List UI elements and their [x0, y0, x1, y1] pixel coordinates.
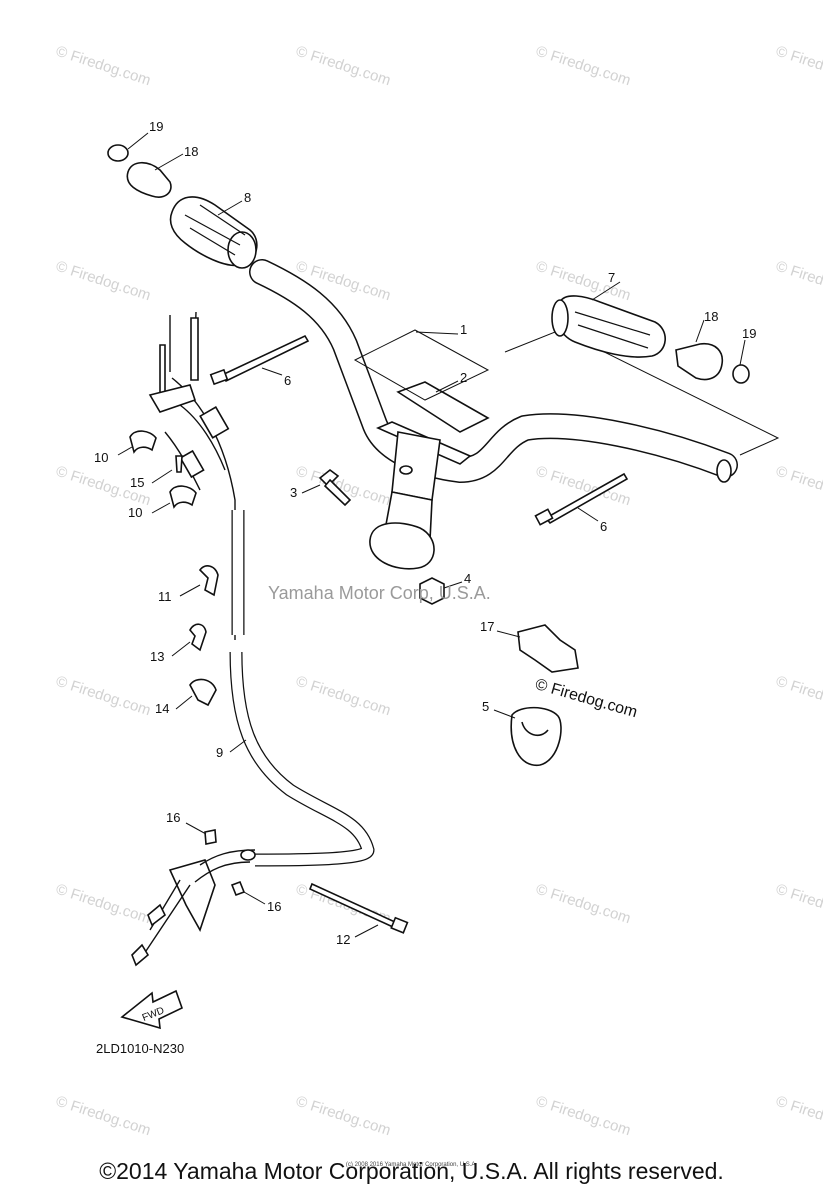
bolt-16-lower [230, 880, 246, 897]
holder-5 [510, 706, 562, 766]
callout-16: 16 [166, 810, 180, 825]
end-cap-left [107, 144, 129, 162]
throttle-cable [164, 311, 375, 867]
callout-17: 17 [480, 619, 494, 634]
callout-12: 12 [336, 932, 350, 947]
watermark: © Firedog.com [774, 463, 823, 510]
leader-lines [117, 132, 746, 938]
watermark: © Firedog.com [774, 673, 823, 720]
fwd-arrow: FWD [120, 989, 183, 1030]
callout-18: 18 [704, 309, 718, 324]
cable-bracket [148, 384, 197, 413]
watermark: © Firedog.com [534, 43, 633, 90]
screw-15 [175, 455, 183, 473]
callout-19: 19 [742, 326, 756, 341]
clip-11 [198, 565, 219, 597]
watermark: © Firedog.com [54, 258, 153, 305]
clip-13 [189, 623, 207, 652]
watermark: © Firedog.com [774, 43, 823, 90]
callout-19: 19 [149, 119, 163, 134]
callout-3: 3 [290, 485, 297, 500]
diagram-code: 2LD1010-N230 [96, 1041, 185, 1056]
callout-2: 2 [460, 370, 467, 385]
nut-4 [419, 577, 445, 605]
cable-tie-6-right [544, 472, 629, 525]
watermark: © Firedog.com [54, 43, 153, 90]
cable-tie-6-left [220, 334, 310, 383]
bar-end-weight-left [126, 161, 172, 198]
callout-6: 6 [284, 373, 291, 388]
handlebar [249, 259, 738, 484]
watermark: © Firedog.com [54, 881, 153, 928]
callout-16: 16 [267, 899, 281, 914]
callout-10: 10 [94, 450, 108, 465]
switch-17 [517, 624, 579, 673]
bar-end-weight-right [675, 342, 724, 381]
watermark: © Firedog.com [54, 673, 153, 720]
watermark: © Firedog.com [294, 43, 393, 90]
watermark: © Firedog.com [774, 881, 823, 928]
clamp-10-upper [129, 430, 157, 454]
watermark: © Firedog.com [294, 673, 393, 720]
callout-1: 1 [460, 322, 467, 337]
right-grip [551, 295, 666, 358]
callout-4: 4 [464, 571, 471, 586]
callout-13: 13 [150, 649, 164, 664]
callout-8: 8 [244, 190, 251, 205]
bolt-3 [318, 468, 352, 507]
footer-copyright: ©2014 Yamaha Motor Corporation, U.S.A. A… [99, 1158, 724, 1184]
callout-5: 5 [482, 699, 489, 714]
pad-plate [396, 381, 490, 433]
center-watermark: Yamaha Motor Corp, U.S.A. [268, 583, 491, 603]
callout-7: 7 [608, 270, 615, 285]
handlebar-holder [369, 421, 472, 570]
footer-small-print: (c) 2008 2016 Yamaha Motor Corporation, … [345, 1162, 478, 1168]
watermark: © Firedog.com [54, 1093, 153, 1140]
callout-numbers: 19 18 8 7 18 19 1 2 6 6 3 4 10 15 10 11 … [94, 119, 756, 947]
end-cap-right [732, 364, 750, 384]
callout-9: 9 [216, 745, 223, 760]
callout-10: 10 [128, 505, 142, 520]
cable-junction [131, 849, 256, 967]
left-grip [169, 196, 258, 269]
watermark: © Firedog.com [294, 1093, 393, 1140]
clip-14 [189, 678, 217, 707]
callout-11: 11 [158, 589, 172, 604]
watermark: © Firedog.com [774, 258, 823, 305]
bolt-16-upper [204, 829, 217, 845]
assembly-box-line [353, 329, 780, 456]
callout-14: 14 [155, 701, 169, 716]
watermark: © Firedog.com [534, 1093, 633, 1140]
watermark: © Firedog.com [534, 881, 633, 928]
callout-6: 6 [600, 519, 607, 534]
watermark: © Firedog.com [774, 1093, 823, 1140]
clamp-10-lower [169, 485, 197, 509]
callout-15: 15 [130, 475, 144, 490]
callout-18: 18 [184, 144, 198, 159]
